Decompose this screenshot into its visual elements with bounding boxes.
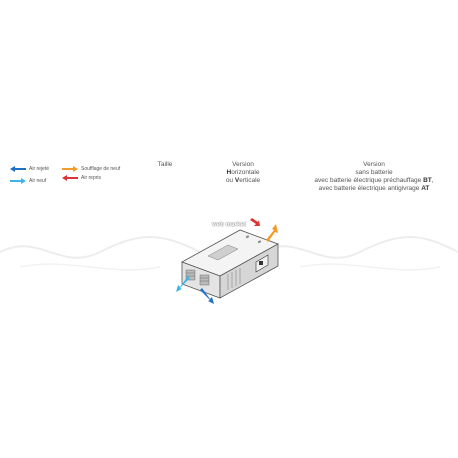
legend-item-soufflage: Soufflage de neuf [62,166,120,172]
v-letter: V [234,177,240,185]
column-title-taille: Taille [157,161,173,168]
bt-code: BT [423,177,432,185]
legend-label: Air rejeté [29,166,50,172]
arrow-rejete-icon [200,288,214,304]
column-title-version-hv: Version Horizontale ou Verticale [210,161,276,185]
version-label: Version [232,161,254,168]
column-title-version-batterie: Version sans batterie avec batterie élec… [290,161,458,194]
watermark-text: web market [212,222,247,228]
at-code: AT [421,185,430,193]
unit-front-grilles [185,269,210,286]
legend-item-air-rejete: Air rejeté [10,166,49,172]
legend-label: Air repris [81,175,102,181]
unit-top-panel [207,244,239,261]
arrow-left-icon [62,175,78,181]
sans-batterie-line: sans batterie [355,169,393,177]
legend-item-air-neuf: Air neuf [10,178,46,184]
bt-suffix: , [431,177,434,185]
arrow-soufflage-icon [266,224,278,242]
arrow-neuf-icon [176,276,190,292]
h-rest: orizontale [231,169,260,177]
version-label: Version [363,161,385,168]
ventilation-unit-illustration [176,218,279,304]
v-rest: erticale [239,177,261,185]
at-prefix: avec batterie électrique antigivrage [318,185,422,193]
arrow-right-icon [10,178,26,184]
at-line: avec batterie électrique antigivrage AT [290,185,458,193]
h-letter: H [226,169,232,177]
verticale-line: ou Verticale [210,177,276,185]
bt-prefix: avec batterie électrique préchauffage [314,177,424,185]
legend-item-air-repris: Air repris [62,175,101,181]
legend-label: Soufflage de neuf [81,166,121,172]
arrow-repris-icon [250,218,260,226]
arrow-left-icon [10,166,26,172]
legend-label: Air neuf [29,178,47,184]
bt-line: avec batterie électrique préchauffage BT… [290,177,458,185]
arrow-right-icon [62,166,78,172]
unit-side-louvers [227,268,241,290]
ou-text: ou [225,177,235,185]
horizontale-line: Horizontale [210,169,276,177]
